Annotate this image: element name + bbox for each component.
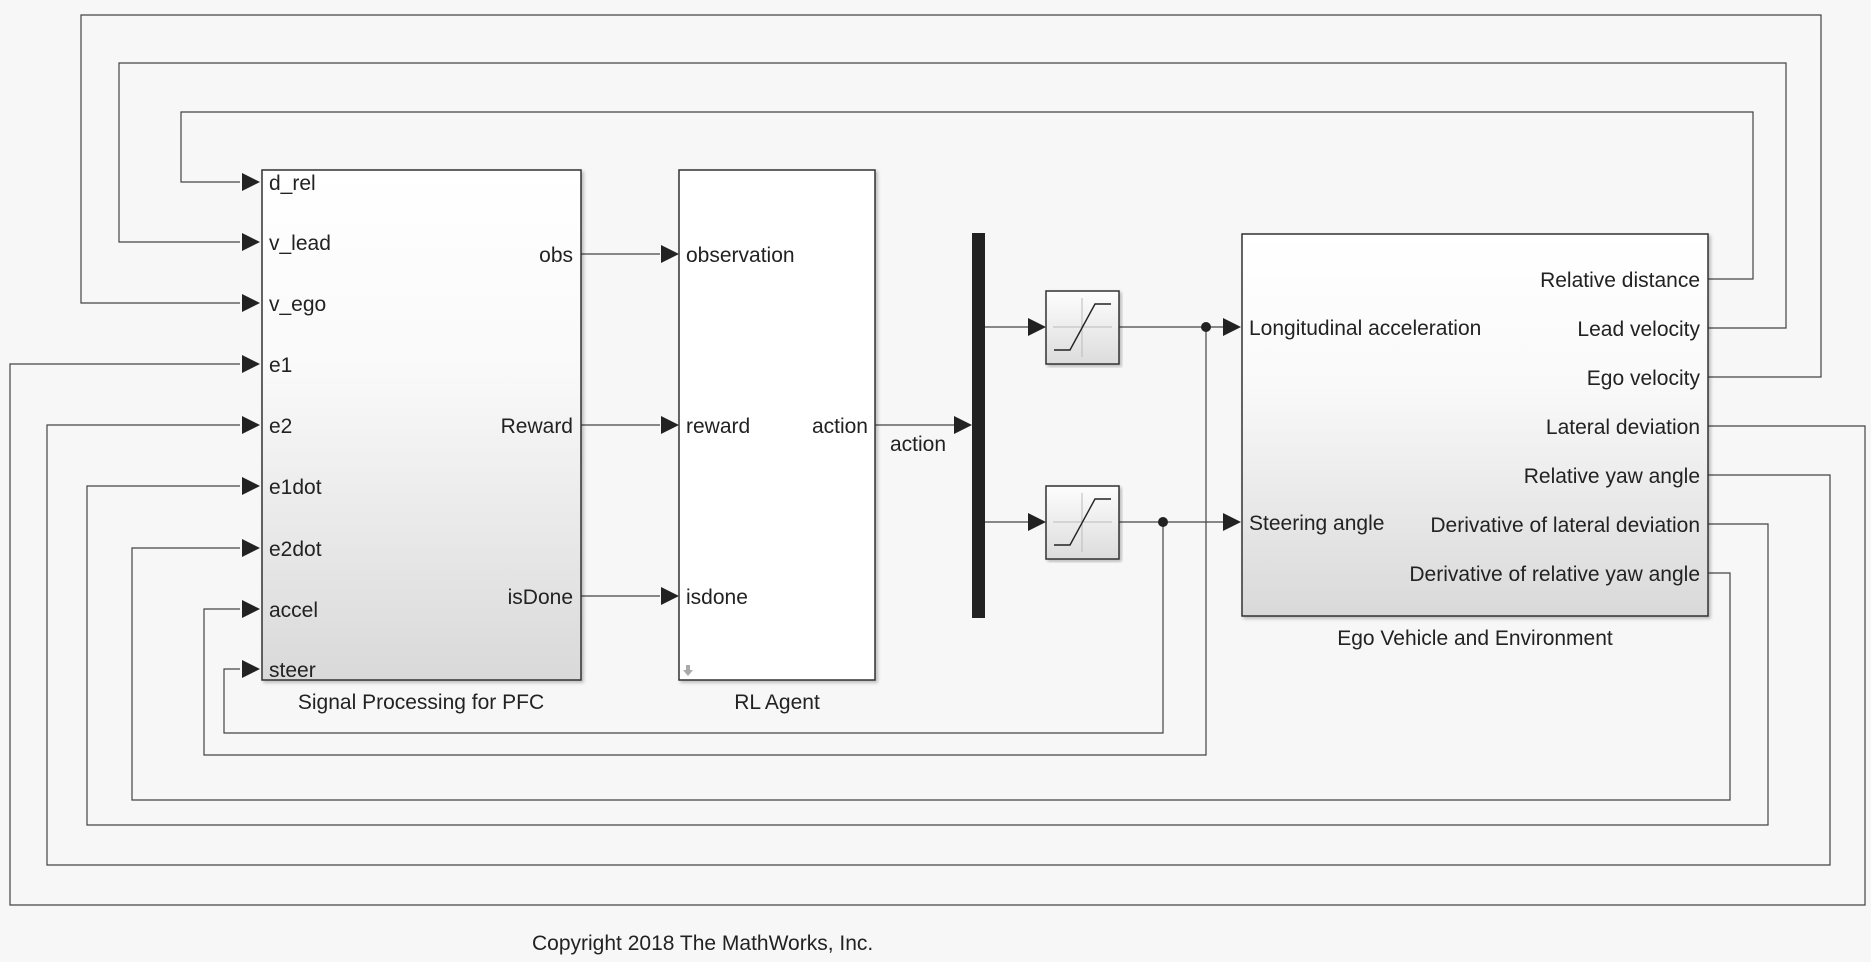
- wire-accel-feedback[interactable]: [203, 327, 1207, 756]
- port-out-derivative-lateral-deviation: Derivative of lateral deviation: [1430, 514, 1700, 537]
- saturation-icon: [1053, 493, 1112, 552]
- wire-derivative-lateral-deviation[interactable]: [86, 485, 1769, 826]
- wire-lead-velocity[interactable]: [118, 62, 1787, 329]
- arrowheads: [242, 173, 1241, 678]
- saturation-block-1[interactable]: [1045, 290, 1120, 365]
- port-in-reward: reward: [686, 415, 750, 438]
- wire-relative-yaw-angle[interactable]: [46, 424, 1831, 866]
- saturation-block-2[interactable]: [1045, 485, 1120, 560]
- wire-steer-feedback[interactable]: [223, 522, 1164, 734]
- port-in-e2: e2: [269, 415, 292, 438]
- signal-processing-block[interactable]: d_rel v_lead v_ego e1 e2 e1dot e2dot acc…: [261, 169, 582, 682]
- port-in-observation: observation: [686, 244, 795, 267]
- port-out-relative-yaw-angle: Relative yaw angle: [1524, 465, 1700, 488]
- copyright-text: Copyright 2018 The MathWorks, Inc.: [532, 932, 873, 955]
- port-out-derivative-relative-yaw-angle: Derivative of relative yaw angle: [1409, 563, 1700, 586]
- port-out-lateral-deviation: Lateral deviation: [1546, 416, 1700, 439]
- ego-vehicle-title: Ego Vehicle and Environment: [1337, 627, 1613, 650]
- port-in-steering-angle: Steering angle: [1249, 512, 1384, 535]
- port-out-isdone: isDone: [508, 586, 573, 609]
- wire-ego-velocity[interactable]: [80, 14, 1822, 378]
- port-in-e2dot: e2dot: [269, 538, 322, 561]
- branch-point-steer: [1158, 517, 1168, 527]
- port-out-ego-velocity: Ego velocity: [1587, 367, 1701, 390]
- port-in-d-rel: d_rel: [269, 172, 316, 195]
- port-out-lead-velocity: Lead velocity: [1577, 318, 1700, 341]
- port-in-e1dot: e1dot: [269, 476, 322, 499]
- port-in-isdone: isdone: [686, 586, 748, 609]
- port-out-action: action: [812, 415, 868, 438]
- port-in-steer: steer: [269, 659, 316, 682]
- port-in-accel: accel: [269, 599, 318, 622]
- wire-relative-distance[interactable]: [180, 111, 1754, 280]
- port-in-v-lead: v_lead: [269, 232, 331, 255]
- rl-agent-block[interactable]: observation reward isdone action: [678, 169, 876, 681]
- saturation-icon: [1053, 298, 1112, 357]
- signal-lines: [9, 14, 1866, 906]
- action-signal-label: action: [890, 433, 946, 456]
- port-in-longitudinal-acceleration: Longitudinal acceleration: [1249, 317, 1481, 340]
- wire-derivative-relative-yaw[interactable]: [131, 547, 1731, 801]
- port-out-obs: obs: [539, 244, 573, 267]
- link-arrow-icon: [683, 665, 693, 676]
- port-in-e1: e1: [269, 354, 292, 377]
- port-in-v-ego: v_ego: [269, 293, 326, 316]
- ego-vehicle-block[interactable]: Longitudinal acceleration Steering angle…: [1241, 233, 1709, 617]
- wire-lateral-deviation[interactable]: [9, 363, 1866, 906]
- signal-processing-title: Signal Processing for PFC: [298, 691, 544, 714]
- demux-block[interactable]: [972, 233, 985, 618]
- port-out-relative-distance: Relative distance: [1540, 269, 1700, 292]
- branch-point-accel: [1201, 322, 1211, 332]
- port-out-reward: Reward: [501, 415, 573, 438]
- rl-agent-title: RL Agent: [734, 691, 820, 714]
